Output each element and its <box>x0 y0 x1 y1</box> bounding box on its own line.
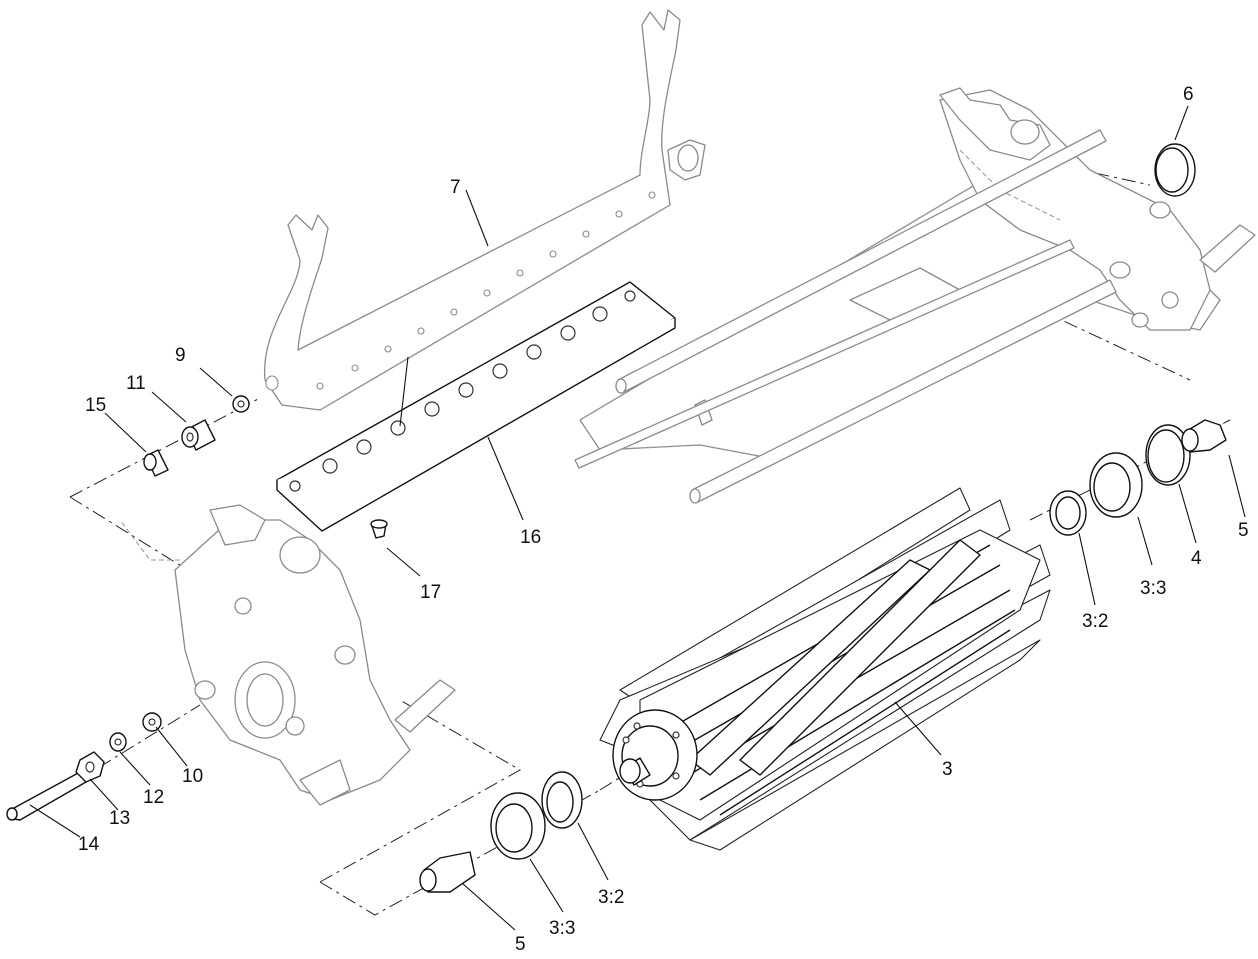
callout-13: 13 <box>109 808 130 829</box>
adapter-part-5 <box>423 851 476 893</box>
callout-4: 4 <box>1191 548 1202 569</box>
bracket-part-9 <box>263 9 706 411</box>
bolt-part-14 <box>7 771 87 821</box>
callouts: 7 9 11 15 16 17 6 5 4 3:3 3:2 3 10 12 13… <box>78 84 1249 939</box>
screw-part-17 <box>370 519 388 539</box>
reel-frame-ghost <box>574 87 1256 504</box>
callout-3: 3 <box>942 759 953 780</box>
callout-6: 6 <box>1183 84 1194 105</box>
callout-9: 7 <box>450 177 461 198</box>
callout-10-top: 9 <box>175 345 186 366</box>
callout-3-3-left: 3:3 <box>549 918 575 939</box>
callout-10-bottom: 10 <box>182 766 203 787</box>
callout-12: 12 <box>143 787 164 808</box>
hardware-lower-left <box>6 712 162 821</box>
callout-3-3-right: 3:3 <box>1140 578 1166 599</box>
hardware-upper-left <box>143 395 250 477</box>
callout-3-2-left: 3:2 <box>598 887 624 908</box>
hardware-right <box>1049 143 1227 536</box>
side-housing-ghost <box>119 504 456 806</box>
callout-5-drawn: 5 <box>515 934 526 955</box>
callout-14: 14 <box>78 834 100 855</box>
callout-label-5: 5 <box>515 934 526 955</box>
callout-17: 17 <box>420 582 441 603</box>
leader-lines <box>29 105 1246 931</box>
callout-11: 11 <box>126 373 146 394</box>
reel-part-3 <box>599 487 1051 851</box>
callout-3-2-right: 3:2 <box>1082 611 1108 632</box>
callout-16: 16 <box>520 527 541 548</box>
callout-7: 5 <box>1238 520 1249 541</box>
bedknife-part-16 <box>276 281 676 532</box>
hardware-lower <box>419 771 583 893</box>
callout-15: 15 <box>85 395 106 416</box>
